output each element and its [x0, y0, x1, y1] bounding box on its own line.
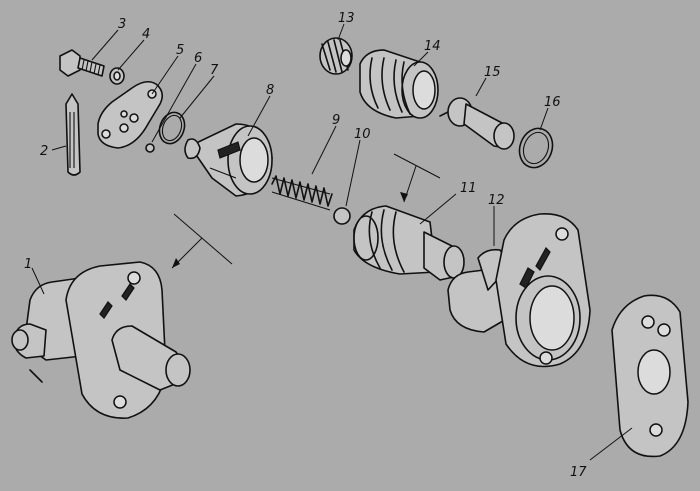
label-10: 10: [354, 127, 371, 142]
label-6: 6: [194, 51, 202, 66]
label-2: 2: [40, 144, 48, 159]
part-4-washer: [109, 67, 125, 85]
label-1: 1: [24, 257, 32, 272]
part-8-piston: [184, 123, 273, 197]
assembly-arrow-left: [171, 213, 233, 269]
part-10-ball: [333, 207, 351, 225]
part-6-ball: [145, 143, 155, 153]
part-labels: 1 2 3 4 5 6 7 8 9 10 11 12 13 14 15 16 1…: [24, 11, 587, 480]
part-9-spring: [271, 175, 333, 211]
part-7-ring: [158, 111, 186, 145]
part-3-bolt: [59, 49, 105, 77]
part-17-gasket: [611, 294, 689, 458]
part-14-sleeve: [359, 49, 439, 119]
label-3: 3: [118, 17, 126, 32]
part-1-assembly: [11, 261, 191, 419]
label-7: 7: [210, 63, 219, 78]
label-15: 15: [484, 65, 501, 80]
part-16-ring: [518, 127, 554, 169]
part-12-housing: [447, 213, 591, 368]
part-2-pin: [65, 93, 81, 176]
label-17: 17: [570, 465, 587, 480]
label-16: 16: [544, 95, 561, 110]
label-14: 14: [424, 39, 441, 54]
leader-lines: [31, 23, 633, 461]
label-4: 4: [142, 27, 150, 42]
part-11-valve: [353, 205, 465, 281]
assembly-arrow-right: [393, 153, 441, 203]
label-8: 8: [266, 83, 274, 98]
label-13: 13: [338, 11, 355, 26]
label-11: 11: [460, 181, 477, 196]
part-13-spring: [319, 37, 353, 75]
label-9: 9: [332, 113, 340, 128]
part-5-flange: [97, 80, 164, 149]
label-12: 12: [488, 193, 505, 208]
label-5: 5: [176, 43, 184, 58]
part-15-plunger: [439, 97, 515, 150]
